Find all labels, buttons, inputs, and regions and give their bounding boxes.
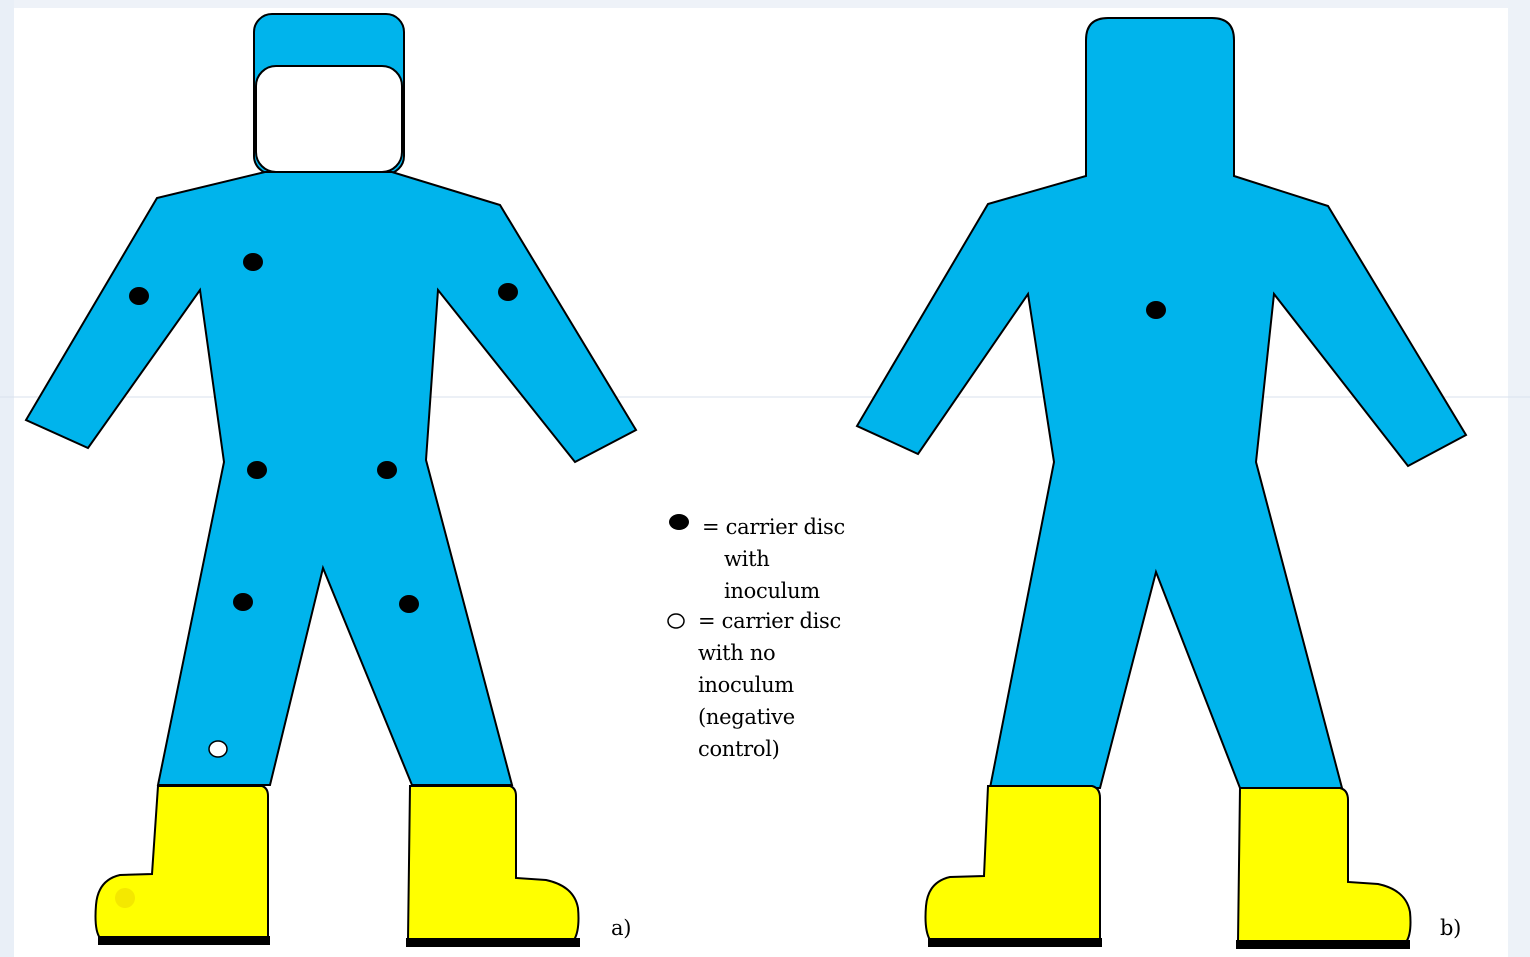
legend-open-line: (negative <box>698 701 841 733</box>
carrier-disc-inoculated <box>233 593 253 611</box>
carrier-disc-negative-control <box>209 741 227 757</box>
carrier-disc-inoculated <box>129 287 149 305</box>
legend-filled-line: inoculum <box>702 575 845 607</box>
front-left-sole <box>98 936 270 945</box>
boot-scuff <box>115 888 135 908</box>
legend-open-text: = carrier disc with no inoculum (negativ… <box>698 605 841 765</box>
carrier-disc-inoculated <box>243 253 263 271</box>
front-visor <box>256 66 402 172</box>
panel-label-b: b) <box>1440 912 1461 944</box>
front-right-sole <box>406 938 580 947</box>
legend-filled-line: = carrier disc <box>702 511 845 543</box>
carrier-disc-inoculated <box>377 461 397 479</box>
carrier-disc-inoculated <box>1146 301 1166 319</box>
legend-open-line: = carrier disc <box>698 605 841 637</box>
carrier-disc-inoculated <box>247 461 267 479</box>
open-disc-icon <box>668 614 684 628</box>
filled-disc-icon <box>669 514 689 530</box>
legend-open-line: inoculum <box>698 669 841 701</box>
legend-filled-text: = carrier disc with inoculum <box>702 511 845 607</box>
back-right-sole <box>1236 940 1410 949</box>
legend-open-line: with no <box>698 637 841 669</box>
carrier-disc-inoculated <box>498 283 518 301</box>
legend-filled-line: with <box>702 543 845 575</box>
legend-open-line: control) <box>698 733 841 765</box>
carrier-disc-inoculated <box>399 595 419 613</box>
back-left-sole <box>928 938 1102 947</box>
panel-label-a: a) <box>611 912 631 944</box>
